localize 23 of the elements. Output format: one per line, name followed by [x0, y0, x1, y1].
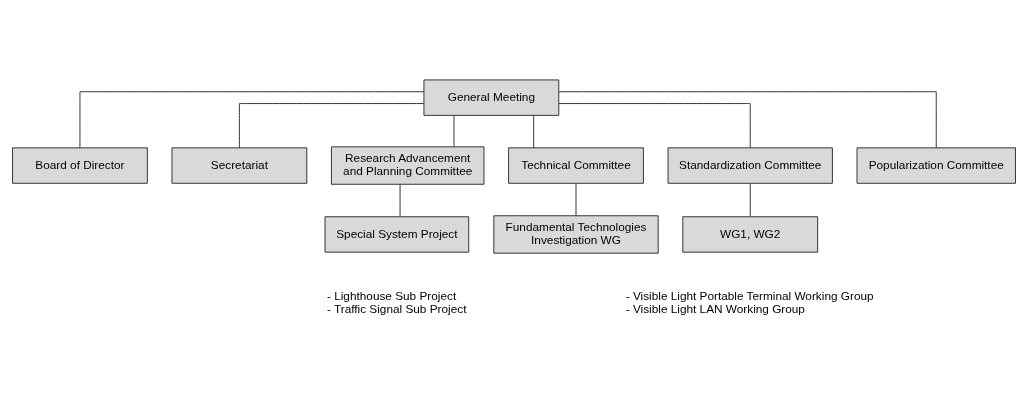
- node-box: General Meeting: [423, 78, 560, 116]
- connector: [749, 182, 751, 217]
- connector: [558, 102, 751, 148]
- node-label: - Visible Light LAN Working Group: [625, 301, 805, 316]
- connector: [575, 182, 577, 216]
- node-box: Secretariat: [171, 146, 308, 184]
- connector: [399, 183, 401, 217]
- connector: [238, 102, 425, 148]
- node-box: Research Advancement and Planning Committee: [330, 145, 485, 185]
- node-box: WG1, WG2: [682, 215, 819, 253]
- node-box: Popularization Committee: [856, 146, 1016, 184]
- connector: [453, 114, 455, 147]
- node-box: Special System Project: [324, 215, 470, 253]
- node-box: Fundamental Technologies Investigation WG: [493, 214, 659, 254]
- connector: [558, 90, 937, 148]
- node-box: Board of Director: [12, 146, 148, 184]
- node-label: - Lighthouse Sub Project: [326, 288, 457, 303]
- node-box: Standardization Committee: [667, 146, 833, 184]
- connector: [79, 90, 425, 148]
- connector: [533, 114, 535, 148]
- node-label: - Visible Light Portable Terminal Working Group: [625, 288, 874, 303]
- node-label: - Traffic Signal Sub Project: [326, 301, 467, 316]
- node-box: Technical Committee: [508, 146, 644, 184]
